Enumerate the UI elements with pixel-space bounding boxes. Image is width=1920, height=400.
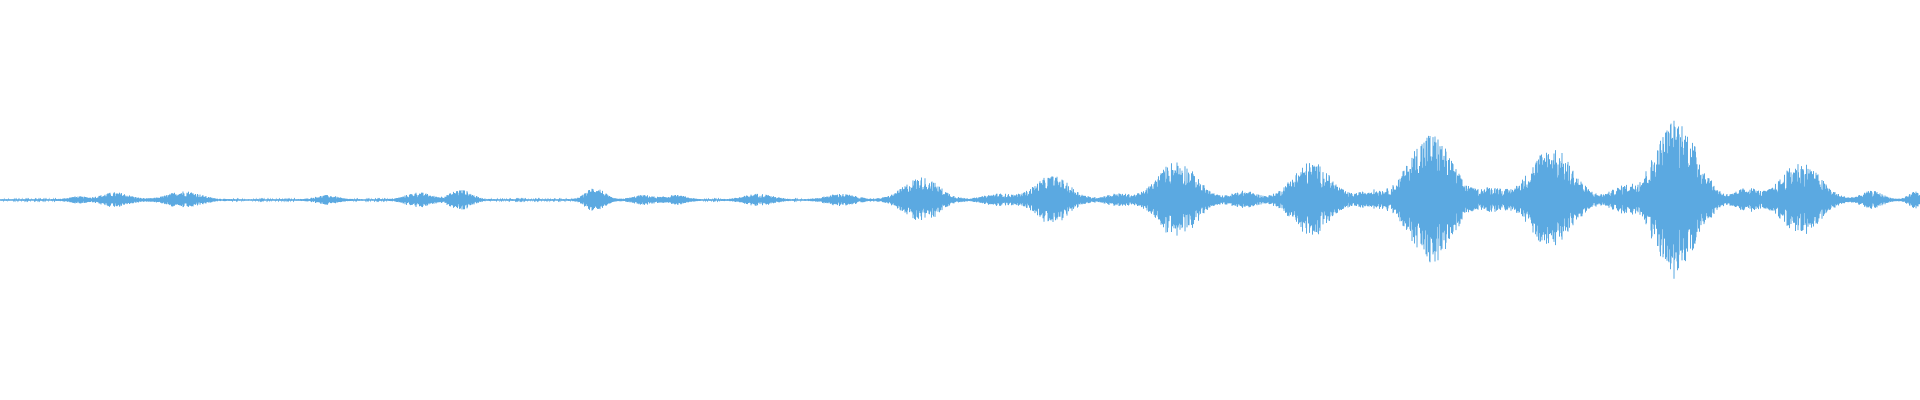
waveform-trace	[0, 120, 1920, 279]
